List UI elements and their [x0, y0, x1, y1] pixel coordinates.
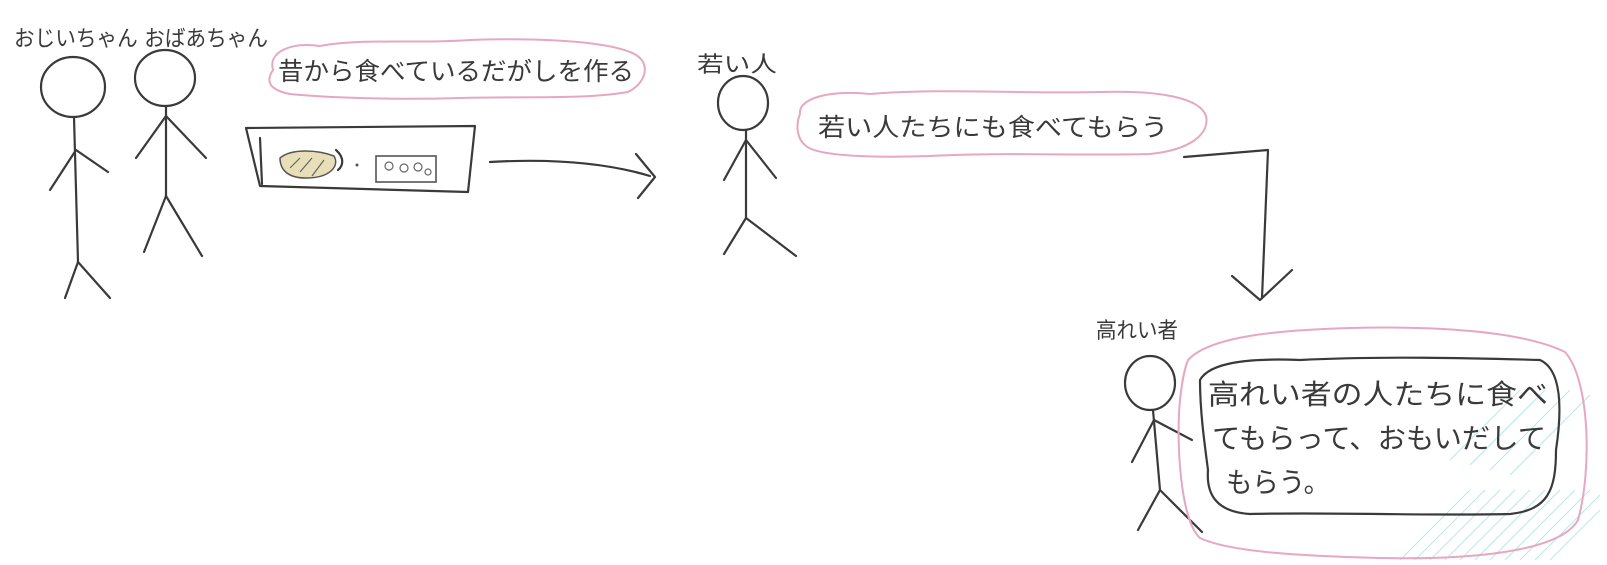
bubble-elderly-eat-line2: てもらって、おもいだして	[1212, 422, 1546, 455]
bubble-elderly-eat-line1: 高れい者の人たちに食べ	[1208, 378, 1548, 411]
stick-figure-elderly	[1123, 354, 1204, 534]
dagashi-box	[244, 124, 477, 194]
speech-bubble-elderly-eat: 高れい者の人たちに食べ てもらって、おもいだして もらう。	[1177, 326, 1588, 560]
bubble-make-sweets-text: 昔から食べているだがしを作る	[278, 57, 634, 86]
label-elderly: 高れい者	[1096, 319, 1178, 344]
stick-figure-grandfather	[39, 55, 112, 300]
label-elders: おじいちゃん おばあちゃん	[14, 27, 268, 52]
speech-bubble-make-sweets: 昔から食べているだがしを作る	[268, 38, 646, 100]
bubble-elderly-eat-line3: もらう。	[1226, 466, 1330, 499]
arrow-to-elderly	[1182, 148, 1294, 302]
label-youth: 若い人	[697, 53, 777, 78]
arrow-to-youth	[488, 152, 657, 200]
bubble-youth-eat-text: 若い人たちにも食べてもらう	[818, 113, 1168, 142]
color-hatching	[1399, 389, 1601, 561]
stick-figure-youth	[716, 74, 798, 258]
stick-figure-grandmother	[133, 48, 208, 258]
speech-bubble-youth-eat: 若い人たちにも食べてもらう	[796, 90, 1208, 158]
